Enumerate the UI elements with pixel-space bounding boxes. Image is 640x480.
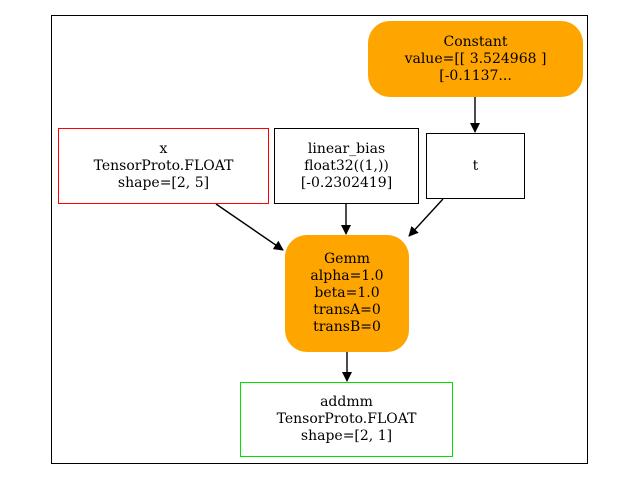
edge-t-to-gemm <box>408 198 444 237</box>
linear-bias-value: [-0.2302419] <box>300 174 393 191</box>
intermediate-node-t[interactable]: t <box>426 133 525 199</box>
edge-x-to-gemm <box>215 203 284 251</box>
gemm-node-transa: transA=0 <box>313 302 381 318</box>
input-node-x-type: TensorProto.FLOAT <box>93 157 234 174</box>
input-node-x-title: x <box>159 140 168 157</box>
addmm-type: TensorProto.FLOAT <box>276 411 417 427</box>
input-node-x-shape: shape=[2, 5] <box>117 174 210 191</box>
gemm-node-beta: beta=1.0 <box>314 285 380 301</box>
initializer-node-linear-bias[interactable]: linear_bias float32((1,)) [-0.2302419] <box>274 128 419 204</box>
linear-bias-type: float32((1,)) <box>304 157 389 174</box>
input-node-x[interactable]: x TensorProto.FLOAT shape=[2, 5] <box>58 128 269 204</box>
constant-node-value-cont: [-0.1137... <box>439 67 512 84</box>
constant-node-value: value=[[ 3.524968 ] <box>404 50 547 67</box>
output-node-addmm[interactable]: addmm TensorProto.FLOAT shape=[2, 1] <box>240 382 453 457</box>
gemm-node[interactable]: Gemm alpha=1.0 beta=1.0 transA=0 transB=… <box>285 235 409 352</box>
addmm-title: addmm <box>320 394 373 410</box>
gemm-node-transb: transB=0 <box>313 319 381 335</box>
constant-node-title: Constant <box>443 33 508 50</box>
node-t-title: t <box>472 157 479 174</box>
linear-bias-title: linear_bias <box>307 140 386 157</box>
addmm-shape: shape=[2, 1] <box>300 428 393 444</box>
constant-node[interactable]: Constant value=[[ 3.524968 ] [-0.1137... <box>368 21 583 97</box>
gemm-node-alpha: alpha=1.0 <box>310 268 384 284</box>
gemm-node-title: Gemm <box>323 251 371 267</box>
